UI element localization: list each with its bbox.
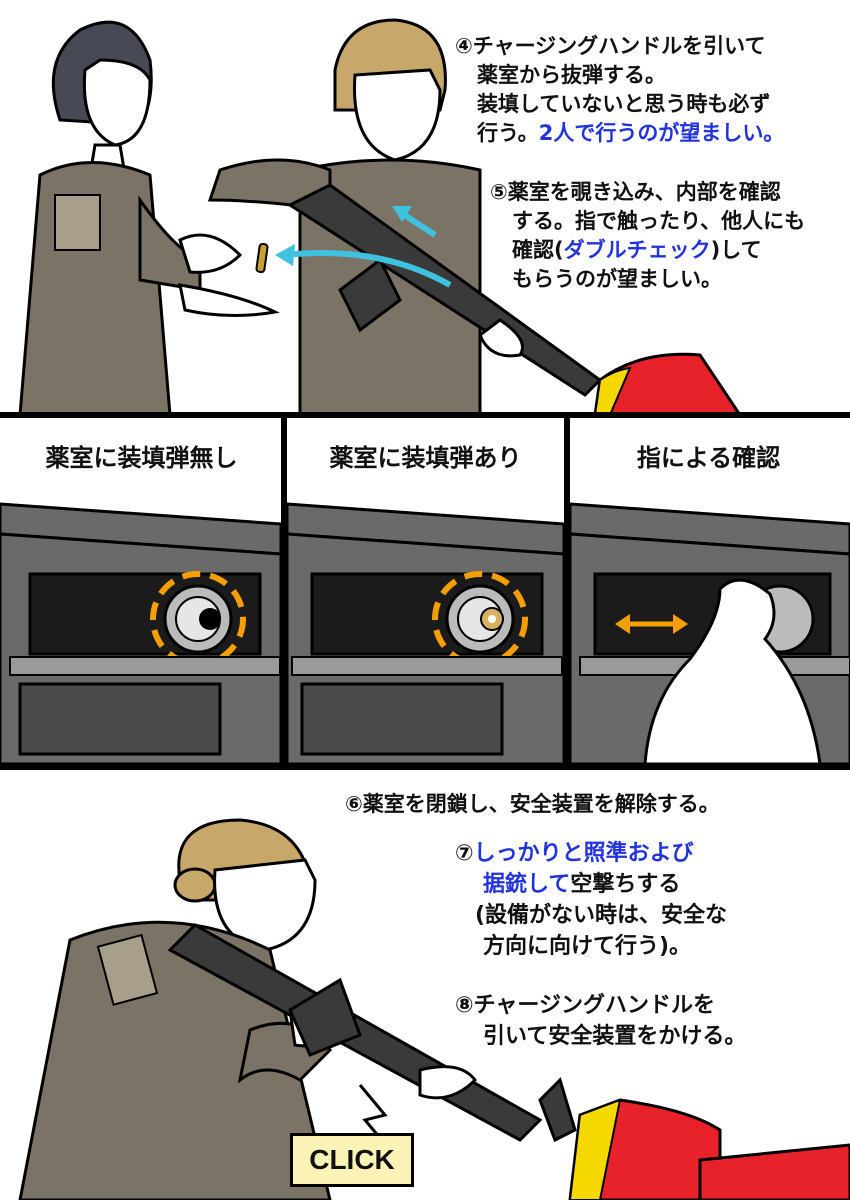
step4-line1: チャージングハンドルを引いて [472,34,766,58]
step4-line3: 装填していないと思う時も必ず [477,92,771,116]
step4-line4-plain: 行う。 [477,121,539,145]
rifle-top [286,183,603,397]
soldier-left-figure [18,20,280,415]
step4-line2: 薬室から抜弾する。 [477,63,666,87]
step5-text: ⑤薬室を覗き込み、内部を確認 する。指で触ったり、他人にも 確認(ダブルチェック… [490,178,805,294]
panel-loaded-chamber-illustration [287,499,564,764]
step5-line3-b: )して [710,238,762,262]
step7-line3: (設備がない時は、安全な [475,903,728,928]
step6-marker: ⑥ [345,792,363,816]
rifle-bottom [167,923,577,1143]
panel-strip-top-border [0,412,850,418]
panel-title-empty: 薬室に装填弾無し [45,444,238,472]
top-illustration [18,18,742,415]
step5-line4: もらうのが望ましい。 [512,267,722,291]
panel-finger-check-illustration [570,499,850,764]
step4-line4-highlight: 2人で行うのが望ましい。 [538,121,785,145]
panel-divider-1 [281,412,287,770]
step5-line3-highlight: ダブルチェック [563,238,711,262]
step5-line1: 薬室を覗き込み、内部を確認 [507,180,781,204]
step4-text: ④チャージングハンドルを引いて 薬室から抜弾する。 装填していないと思う時も必ず… [455,32,784,148]
step5-marker: ⑤ [490,180,508,204]
step6-line: 薬室を閉鎖し、安全装置を解除する。 [362,792,720,816]
click-sound-label: CLICK [290,1133,414,1187]
panel-title-finger-check: 指による確認 [636,444,781,472]
bottom-illustration [18,818,850,1200]
step5-line3-a: 確認( [512,238,564,262]
step8-line1: チャージングハンドルを [473,993,715,1018]
step7-line2-plain: 空撃ちする [570,872,681,897]
step7-line4: 方向に向けて行う)。 [483,934,692,959]
step4-marker: ④ [455,34,473,58]
step5-line2: する。指で触ったり、他人にも [512,209,806,233]
step8-line2: 引いて安全装置をかける。 [483,1024,747,1049]
step7-line2-highlight: 据銃して [483,872,571,897]
panel-empty-chamber-illustration [0,499,281,764]
step7-marker: ⑦ [455,841,474,866]
panel-strip-bottom-border [0,764,850,770]
step8-text: ⑧チャージングハンドルを 引いて安全装置をかける。 [455,990,746,1052]
step7-line1: しっかりと照準および [473,841,694,866]
step7-text: ⑦しっかりと照準および 据銃して空撃ちする (設備がない時は、安全な 方向に向け… [455,838,727,962]
step6-text: ⑥薬室を閉鎖し、安全装置を解除する。 [345,790,720,819]
panel-divider-2 [564,412,570,770]
step8-marker: ⑧ [455,993,474,1018]
panel-title-loaded: 薬室に装填弾あり [329,444,522,472]
